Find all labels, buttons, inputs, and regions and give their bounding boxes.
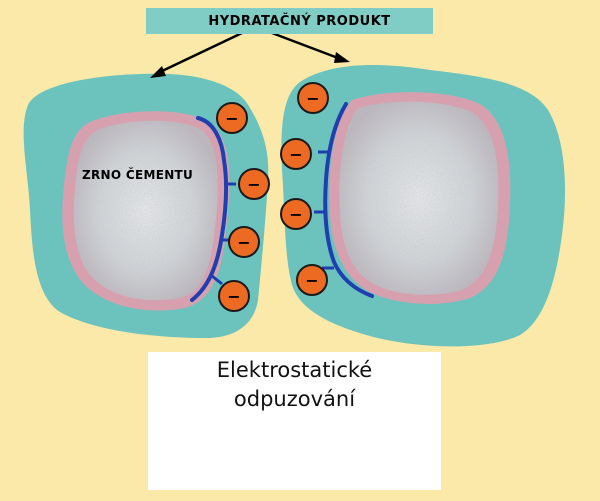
negative-charge-marker: − [297, 82, 329, 114]
pointer-arrow-icon [150, 31, 243, 78]
svg-text:−: − [225, 109, 238, 128]
left-layer-tick [211, 274, 223, 286]
negative-charge-marker: − [228, 226, 260, 258]
svg-text:−: − [305, 271, 318, 290]
svg-text:−: − [237, 233, 250, 252]
left-grain-core [73, 120, 218, 301]
negative-charge-marker: − [218, 280, 250, 312]
negative-charge-marker: − [280, 138, 312, 170]
right-grain-core [339, 101, 499, 295]
svg-text:−: − [306, 89, 319, 108]
negative-charge-marker: − [280, 198, 312, 230]
repulsion-line-1: Elektrostatické [216, 358, 373, 382]
right-adsorbed-layer [323, 102, 374, 298]
repulsion-caption: Elektrostatické odpuzování [148, 356, 441, 414]
svg-text:−: − [289, 205, 302, 224]
repulsion-caption-box: Elektrostatické odpuzování [148, 352, 441, 490]
svg-text:−: − [289, 145, 302, 164]
left-adsorbed-layer [190, 116, 229, 302]
svg-text:−: − [227, 287, 240, 306]
negative-charge-marker: − [238, 168, 270, 200]
hydration-product-label: HYDRATAČNÝ PRODUKT [146, 8, 433, 34]
cement-grain-label: ZRNO ČEMENTU [82, 168, 194, 182]
pointer-arrow-icon [271, 31, 350, 63]
svg-text:−: − [247, 175, 260, 194]
negative-charge-marker: − [216, 102, 248, 134]
repulsion-line-2: odpuzování [233, 387, 356, 411]
negative-charge-marker: − [296, 264, 328, 296]
